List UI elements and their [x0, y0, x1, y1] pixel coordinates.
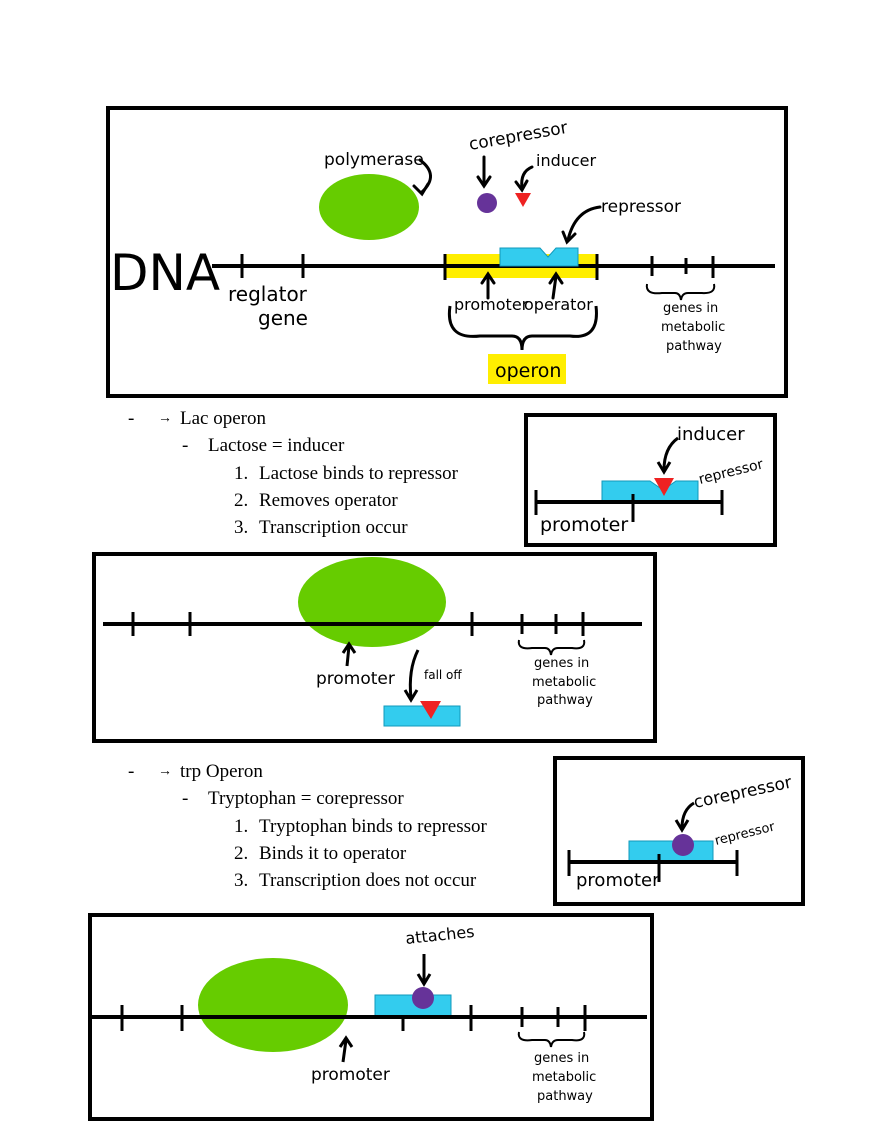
- lac-sub-bullet: -: [182, 435, 189, 456]
- lac-arrow: →: [158, 411, 172, 426]
- lac-step-1-num: 1.: [234, 463, 249, 484]
- trp-bullet: -: [128, 761, 135, 782]
- trp-sub-bullet: -: [182, 788, 189, 809]
- trp-subtitle: Tryptophan = corepressor: [208, 788, 404, 809]
- lac-step-3: Transcription occur: [259, 517, 408, 538]
- lac-step-1: Lactose binds to repressor: [259, 463, 458, 484]
- trp-arrow: →: [158, 764, 172, 779]
- repression-diagram-frame: [88, 913, 654, 1121]
- trp-title: trp Operon: [180, 761, 263, 782]
- lac-operon-notes: - → Lac operon - Lactose = inducer 1. La…: [0, 405, 520, 545]
- trp-step-1: Tryptophan binds to repressor: [259, 816, 487, 837]
- trp-step-3: Transcription does not occur: [259, 870, 477, 891]
- lac-step-3-num: 3.: [234, 517, 249, 538]
- trp-step-3-num: 3.: [234, 870, 249, 891]
- lac-bullet: -: [128, 408, 135, 429]
- lac-subtitle: Lactose = inducer: [208, 435, 345, 456]
- trp-inset-frame: [553, 756, 805, 906]
- trp-operon-notes: - → trp Operon - Tryptophan = corepresso…: [0, 758, 550, 898]
- lac-title: Lac operon: [180, 408, 266, 429]
- polymerase-binding-frame: [92, 552, 657, 743]
- trp-step-1-num: 1.: [234, 816, 249, 837]
- lac-step-2-num: 2.: [234, 490, 249, 511]
- trp-step-2-num: 2.: [234, 843, 249, 864]
- lac-inset-frame: [524, 413, 777, 547]
- lac-step-2: Removes operator: [259, 490, 398, 511]
- operon-diagram-frame: [106, 106, 788, 398]
- trp-step-2: Binds it to operator: [259, 843, 407, 864]
